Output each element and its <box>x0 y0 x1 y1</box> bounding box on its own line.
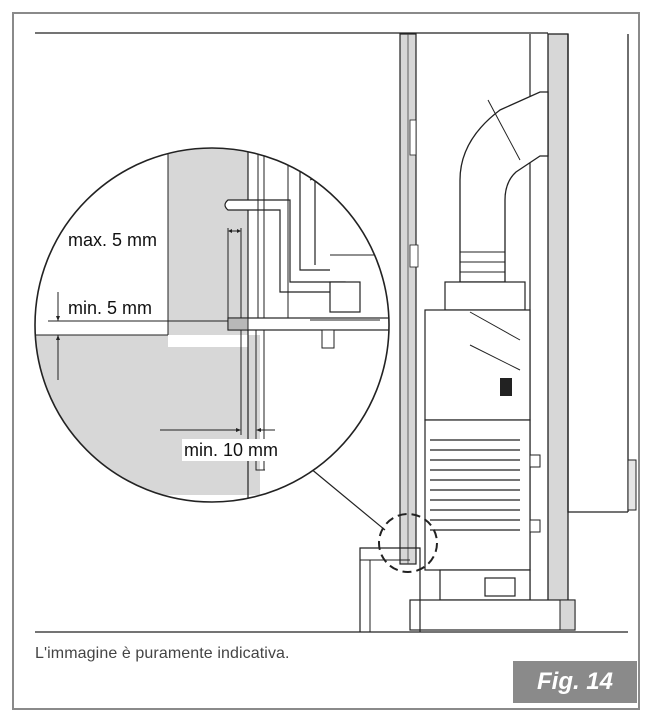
caption-text: L'immagine è puramente indicativa. <box>35 645 290 662</box>
detail-circle <box>378 513 438 573</box>
label-min-vertical: min. 5 mm <box>66 297 155 319</box>
flue-pipe <box>459 91 549 283</box>
label-max-gap: max. 5 mm <box>66 229 160 251</box>
label-min-side: min. 10 mm <box>182 439 281 461</box>
figure-label: Fig. 14 <box>513 661 637 703</box>
figure-label-text: Fig. 14 <box>536 668 614 695</box>
wall-panel <box>399 33 419 565</box>
stove-body <box>409 281 576 631</box>
detail-leader-line <box>309 467 386 531</box>
